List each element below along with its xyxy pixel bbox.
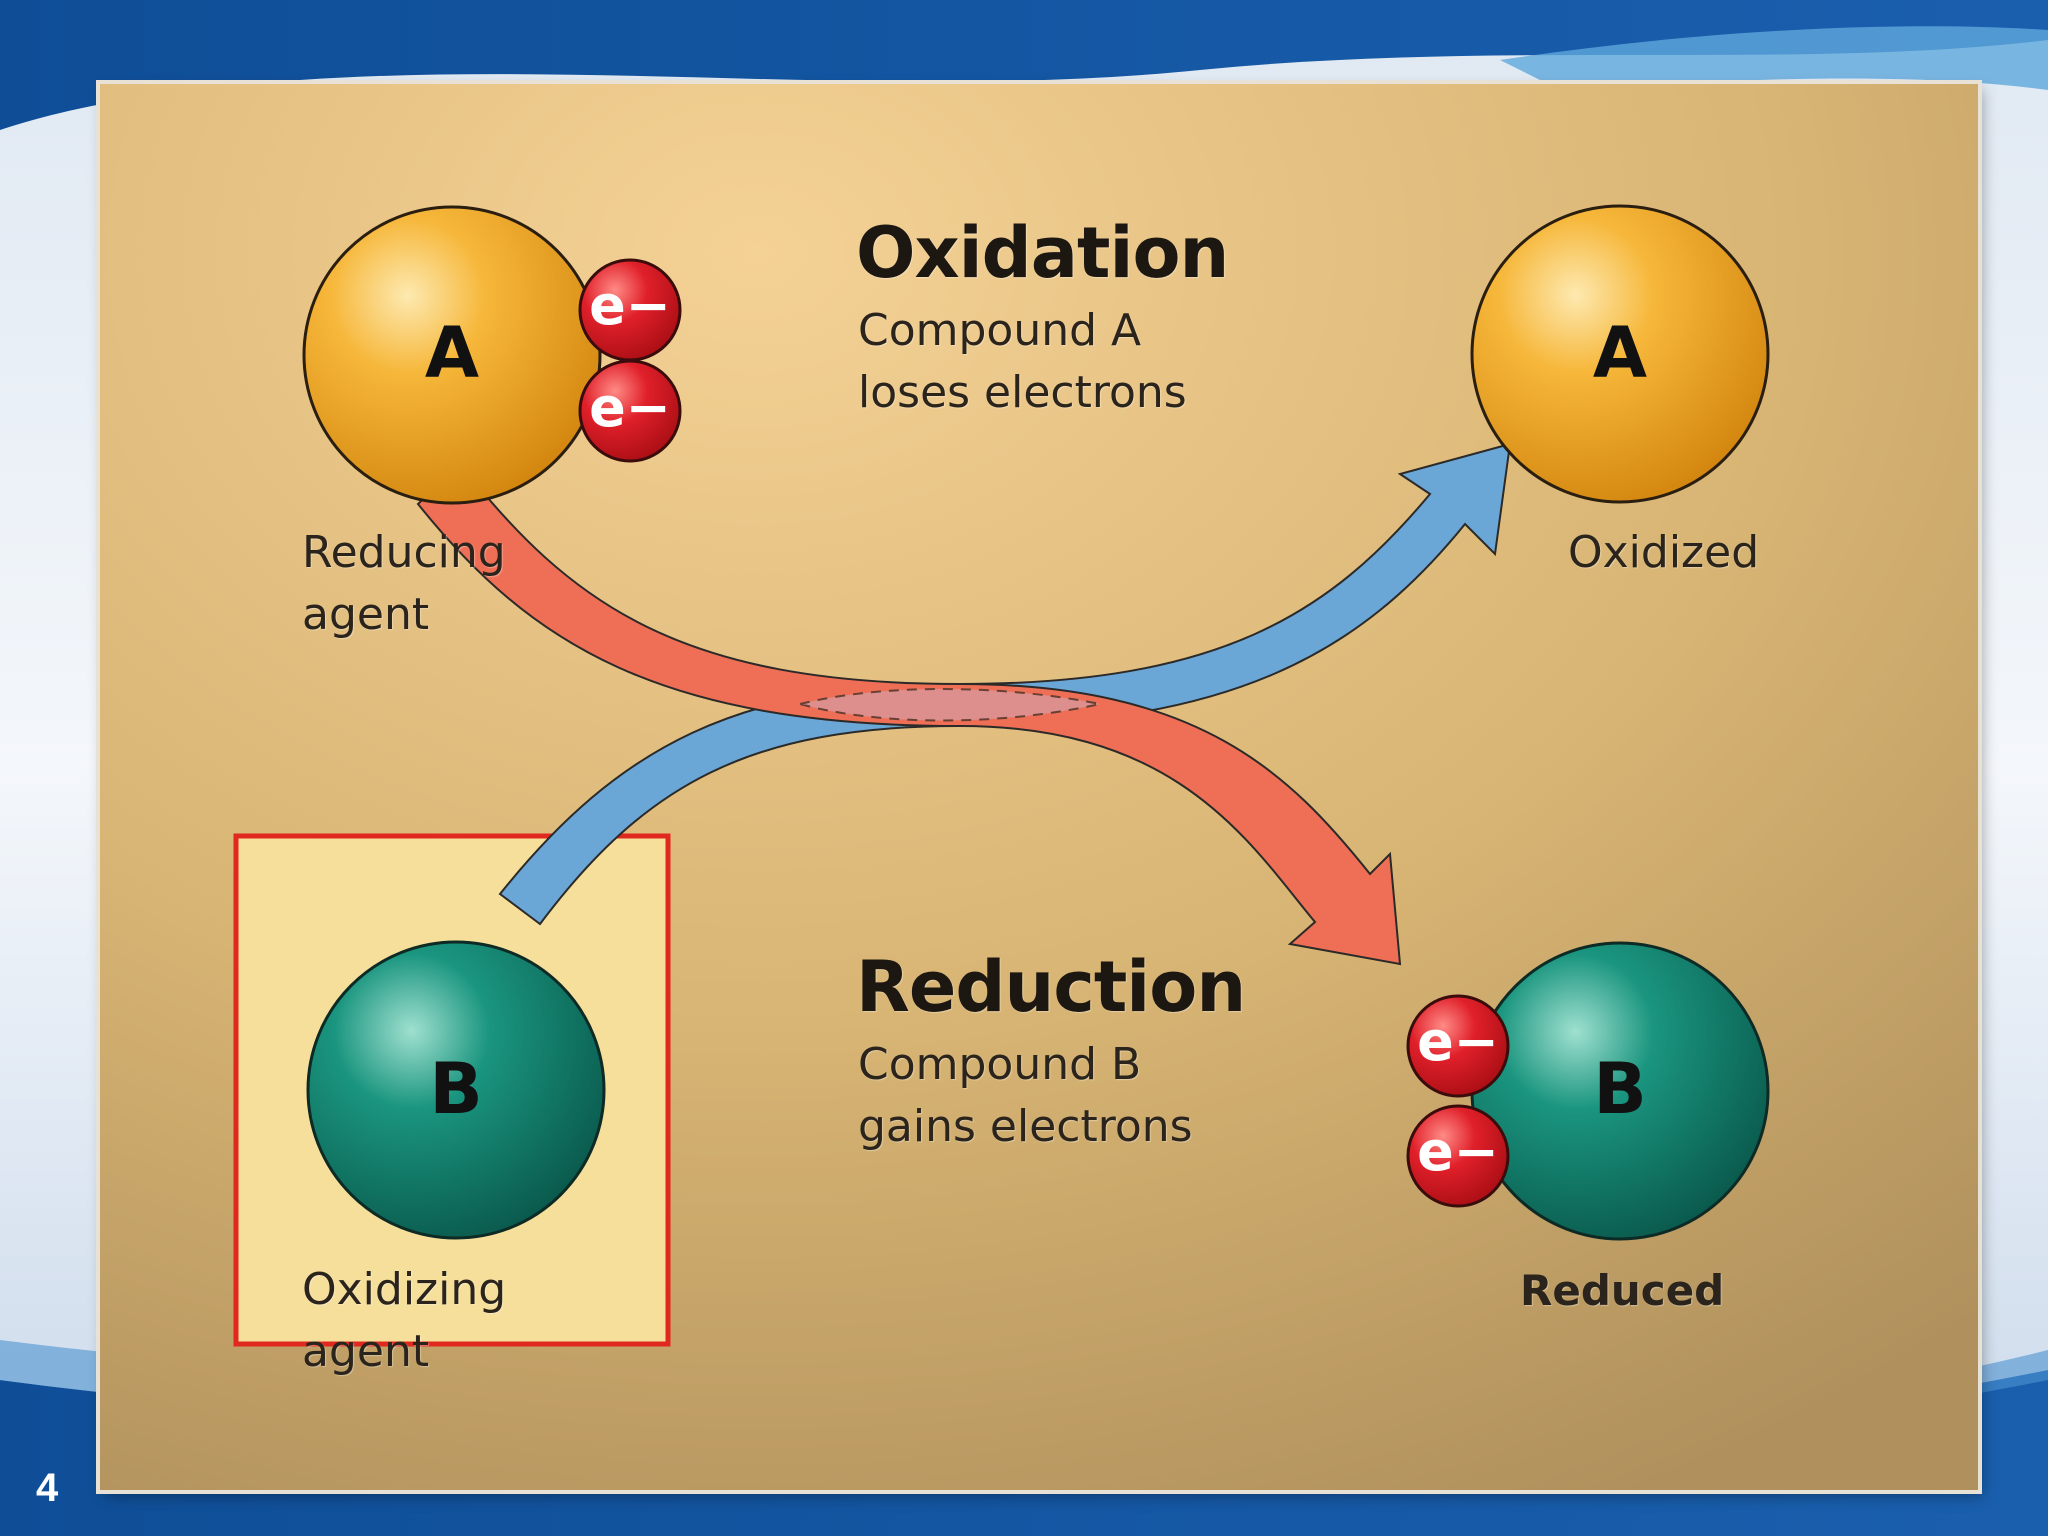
oxidation-line-1: Compound A [858, 305, 1142, 356]
atom-b-right-label: B [1593, 1048, 1647, 1130]
electron-b-right-2-label: e− [1417, 1120, 1499, 1183]
atom-a-right [1470, 204, 1770, 504]
oxidizing-agent-line-2: agent [302, 1326, 430, 1377]
redox-diagram: A A B B e− e− e− e− Oxidation Compound A… [100, 84, 1978, 1490]
reduction-line-1: Compound B [858, 1039, 1142, 1090]
oxidized-label: Oxidized [1568, 527, 1760, 578]
oxidizing-agent-line-1: Oxidizing [302, 1264, 507, 1315]
electron-b-right-2 [1406, 1104, 1510, 1208]
reducing-agent-line-1: Reducing [302, 527, 506, 578]
atom-b-left [306, 940, 606, 1240]
electron-a-left-2-label: e− [589, 376, 671, 439]
atom-a-left [302, 205, 602, 505]
atom-a-left-label: A [424, 312, 480, 394]
slide-number: 4 [36, 1466, 59, 1510]
atom-b-left-label: B [429, 1048, 483, 1130]
electron-a-left-2 [578, 359, 682, 463]
electron-a-left-1-label: e− [589, 274, 671, 337]
atom-a-right-label: A [1592, 312, 1648, 394]
redox-diagram-graphics [100, 84, 1978, 1490]
electron-b-right-1 [1406, 994, 1510, 1098]
arrow-overlap-region [796, 688, 1101, 722]
oxidation-heading: Oxidation [856, 212, 1229, 294]
reduced-label: Reduced [1520, 1266, 1725, 1315]
reducing-agent-line-2: agent [302, 589, 430, 640]
reduction-line-2: gains electrons [858, 1101, 1193, 1152]
reduction-heading: Reduction [856, 946, 1246, 1028]
electron-b-right-1-label: e− [1417, 1010, 1499, 1073]
oxidation-line-2: loses electrons [858, 367, 1187, 418]
